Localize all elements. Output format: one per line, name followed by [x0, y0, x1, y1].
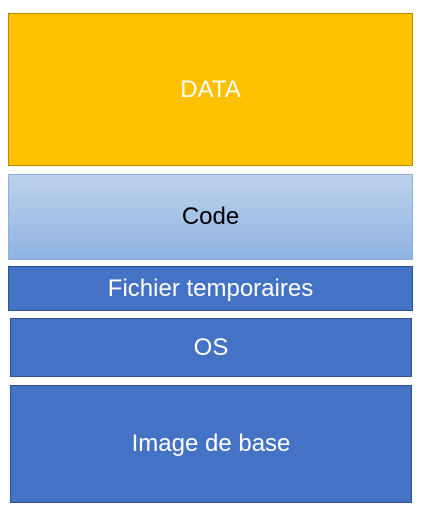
layer-temp-files-label: Fichier temporaires	[107, 274, 314, 302]
layer-code-label: Code	[181, 203, 240, 230]
layer-base-image: Image de base	[10, 385, 412, 503]
layer-temp-files: Fichier temporaires	[8, 266, 413, 311]
layer-os-label: OS	[193, 333, 229, 361]
layer-code: Code	[8, 174, 413, 260]
layer-data-label: DATA	[180, 75, 241, 103]
layer-os: OS	[10, 318, 412, 377]
layer-base-image-label: Image de base	[131, 430, 291, 457]
layer-data: DATA	[8, 13, 413, 166]
